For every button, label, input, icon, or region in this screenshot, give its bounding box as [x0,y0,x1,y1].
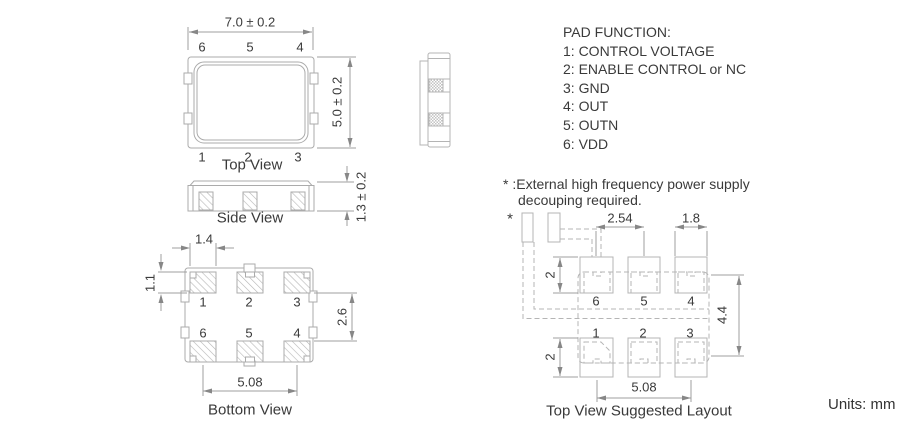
side-view-drawing [187,180,315,212]
caption-layout-view: Top View Suggested Layout [546,402,732,420]
pad-label-layout-3: 3 [686,325,694,341]
dim-side-thickness: 1.3 ± 0.2 [353,171,369,223]
pad-label-bottom-3: 3 [293,294,301,310]
pin-label-top-3: 3 [294,149,302,165]
units-label: Units: mm [828,396,896,413]
top-view-drawing [183,56,319,149]
dim-bottom-pad-height: 1.1 [142,273,158,293]
dim-bottom-pitch: 5.08 [237,374,263,390]
bottom-view-dimensions [158,243,357,396]
dim-layout-pad-height-bottom: 2 [542,353,558,361]
side-view-dimensions [317,166,354,226]
pad-label-layout-1: 1 [592,325,600,341]
pad-function-title: PAD FUNCTION: [563,24,671,40]
dim-top-width: 7.0 ± 0.2 [224,14,276,30]
dim-layout-pad-height-top: 2 [542,271,558,279]
bottom-view-drawing [180,263,318,367]
top-view-dimensions [187,27,356,149]
pad-function-item-5: 5: OUTN [563,116,619,133]
dim-layout-pitch: 5.08 [631,379,657,395]
top-view-arrows [189,29,353,147]
end-view-drawing [419,52,451,148]
pad-label-bottom-1: 1 [199,294,207,310]
pad-label-layout-2: 2 [639,325,647,341]
dim-layout-row-pitch: 4.4 [714,305,730,325]
pad-function-item-4: 4: OUT [563,98,609,115]
pin-label-top-1: 1 [198,149,206,165]
caption-top-view: Top View [221,156,283,174]
caption-side-view: Side View [216,209,284,227]
pad-label-bottom-2: 2 [245,294,253,310]
caption-bottom-view: Bottom View [208,401,292,419]
pad-function-item-6: 6: VDD [563,135,609,152]
dim-layout-pad-width: 1.8 [681,210,701,226]
dim-layout-pad-pitch: 2.54 [607,210,633,226]
layout-land-pads [521,212,708,378]
pad-function-list: PAD FUNCTION: 1: CONTROL VOLTAGE 2: ENAB… [563,23,746,153]
pin-label-top-5: 5 [246,39,254,55]
decoupling-marker: * [507,210,513,228]
pad-function-item-3: 3: GND [563,79,610,96]
pad-label-bottom-5: 5 [245,325,253,341]
pad-function-item-1: 1: CONTROL VOLTAGE [563,42,715,59]
note-line-2: decouping required. [518,192,642,208]
pin-label-top-2: 2 [244,149,252,165]
note-line-1: * :External high frequency power supply [503,176,750,192]
dim-bottom-row-gap: 2.6 [334,307,350,327]
layout-dashed-package [522,228,710,364]
pad-label-layout-6: 6 [592,293,600,309]
side-view-arrows [344,173,350,220]
pad-label-bottom-4: 4 [293,325,301,341]
pad-label-layout-5: 5 [640,293,648,309]
dim-top-height: 5.0 ± 0.2 [329,76,345,128]
bottom-view-arrows [158,245,355,394]
dim-bottom-pad-width: 1.4 [194,231,214,247]
pad-label-layout-4: 4 [687,293,695,309]
layout-arrows [557,224,742,401]
pad-function-item-2: 2: ENABLE CONTROL or NC [563,61,747,78]
pin-label-top-6: 6 [198,39,206,55]
pad-label-bottom-6: 6 [199,325,207,341]
pin-label-top-4: 4 [296,39,304,55]
